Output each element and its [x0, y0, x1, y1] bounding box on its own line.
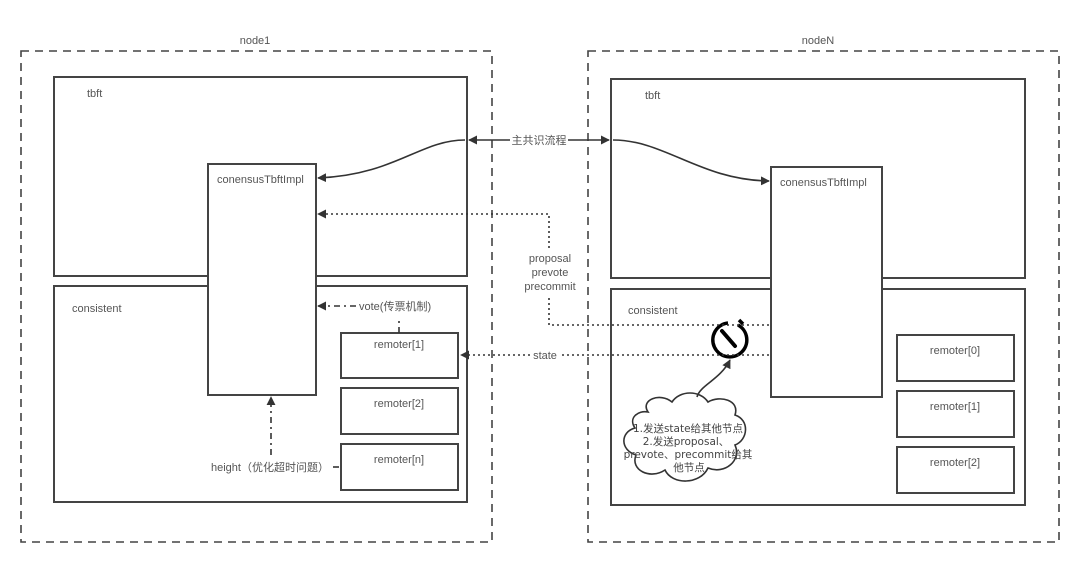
nodeN-remoter-box [896, 334, 1015, 382]
node1-frame [20, 50, 493, 543]
note-line: 2.发送proposal、 [643, 435, 730, 448]
note-cloud: 1.发送state给其他节点 2.发送proposal、 prevote、pre… [623, 359, 753, 482]
message-label: proposal [529, 253, 571, 265]
messages-arrow-head [317, 209, 550, 248]
messages-arrow [548, 296, 769, 326]
message-label: prevote [532, 267, 569, 279]
nodeN-tbft-label: tbft [645, 90, 660, 102]
nodeN-frame [587, 50, 1060, 543]
node-n: nodeN tbft consistent conensusTbftImpl r… [587, 35, 1060, 543]
node1-remoter-box [340, 387, 459, 435]
node-1: node1 tbft consistent conensusTbftImpl r… [20, 35, 493, 543]
node1-remoter-label: remoter[n] [374, 454, 424, 466]
node1-remoter-box [340, 443, 459, 491]
nodeN-remoter-label: remoter[0] [930, 345, 980, 357]
height-label: height（优化超时问题） [211, 460, 329, 474]
node1-remoter-box [340, 332, 459, 379]
node1-impl-box [207, 163, 317, 396]
node1-title: node1 [240, 35, 271, 47]
nodeN-remoter-label: remoter[2] [930, 457, 980, 469]
note-line: prevote、precommit给其 [624, 448, 753, 461]
node1-impl-label: conensusTbftImpl [217, 174, 304, 186]
nodeN-impl-box [770, 166, 883, 398]
nodeN-remoter-box [896, 390, 1015, 438]
nodeN-main-flow-curve [612, 139, 770, 186]
node1-remoter-label: remoter[1] [374, 339, 424, 351]
nodeN-impl-label: conensusTbftImpl [780, 177, 867, 189]
message-label: precommit [524, 281, 575, 293]
inter-node-edges: 主共识流程 proposal prevote precommit state [317, 133, 769, 362]
timer-icon [711, 318, 749, 359]
node1-remoter-label: remoter[2] [374, 398, 424, 410]
nodeN-consistent-label: consistent [628, 305, 678, 317]
nodeN-remoter-label: remoter[1] [930, 401, 980, 413]
node1-main-flow-curve [317, 139, 466, 183]
node1-consistent-label: consistent [72, 303, 122, 315]
node1-tbft-label: tbft [87, 88, 102, 100]
state-label: state [533, 350, 557, 362]
main-flow-label: 主共识流程 [512, 133, 567, 147]
note-line: 1.发送state给其他节点 [633, 422, 743, 435]
note-pointer [696, 359, 731, 398]
nodeN-title: nodeN [802, 35, 834, 47]
note-line: 他节点 [673, 461, 705, 474]
vote-label: vote(传票机制) [359, 299, 431, 313]
nodeN-remoter-box [896, 446, 1015, 494]
